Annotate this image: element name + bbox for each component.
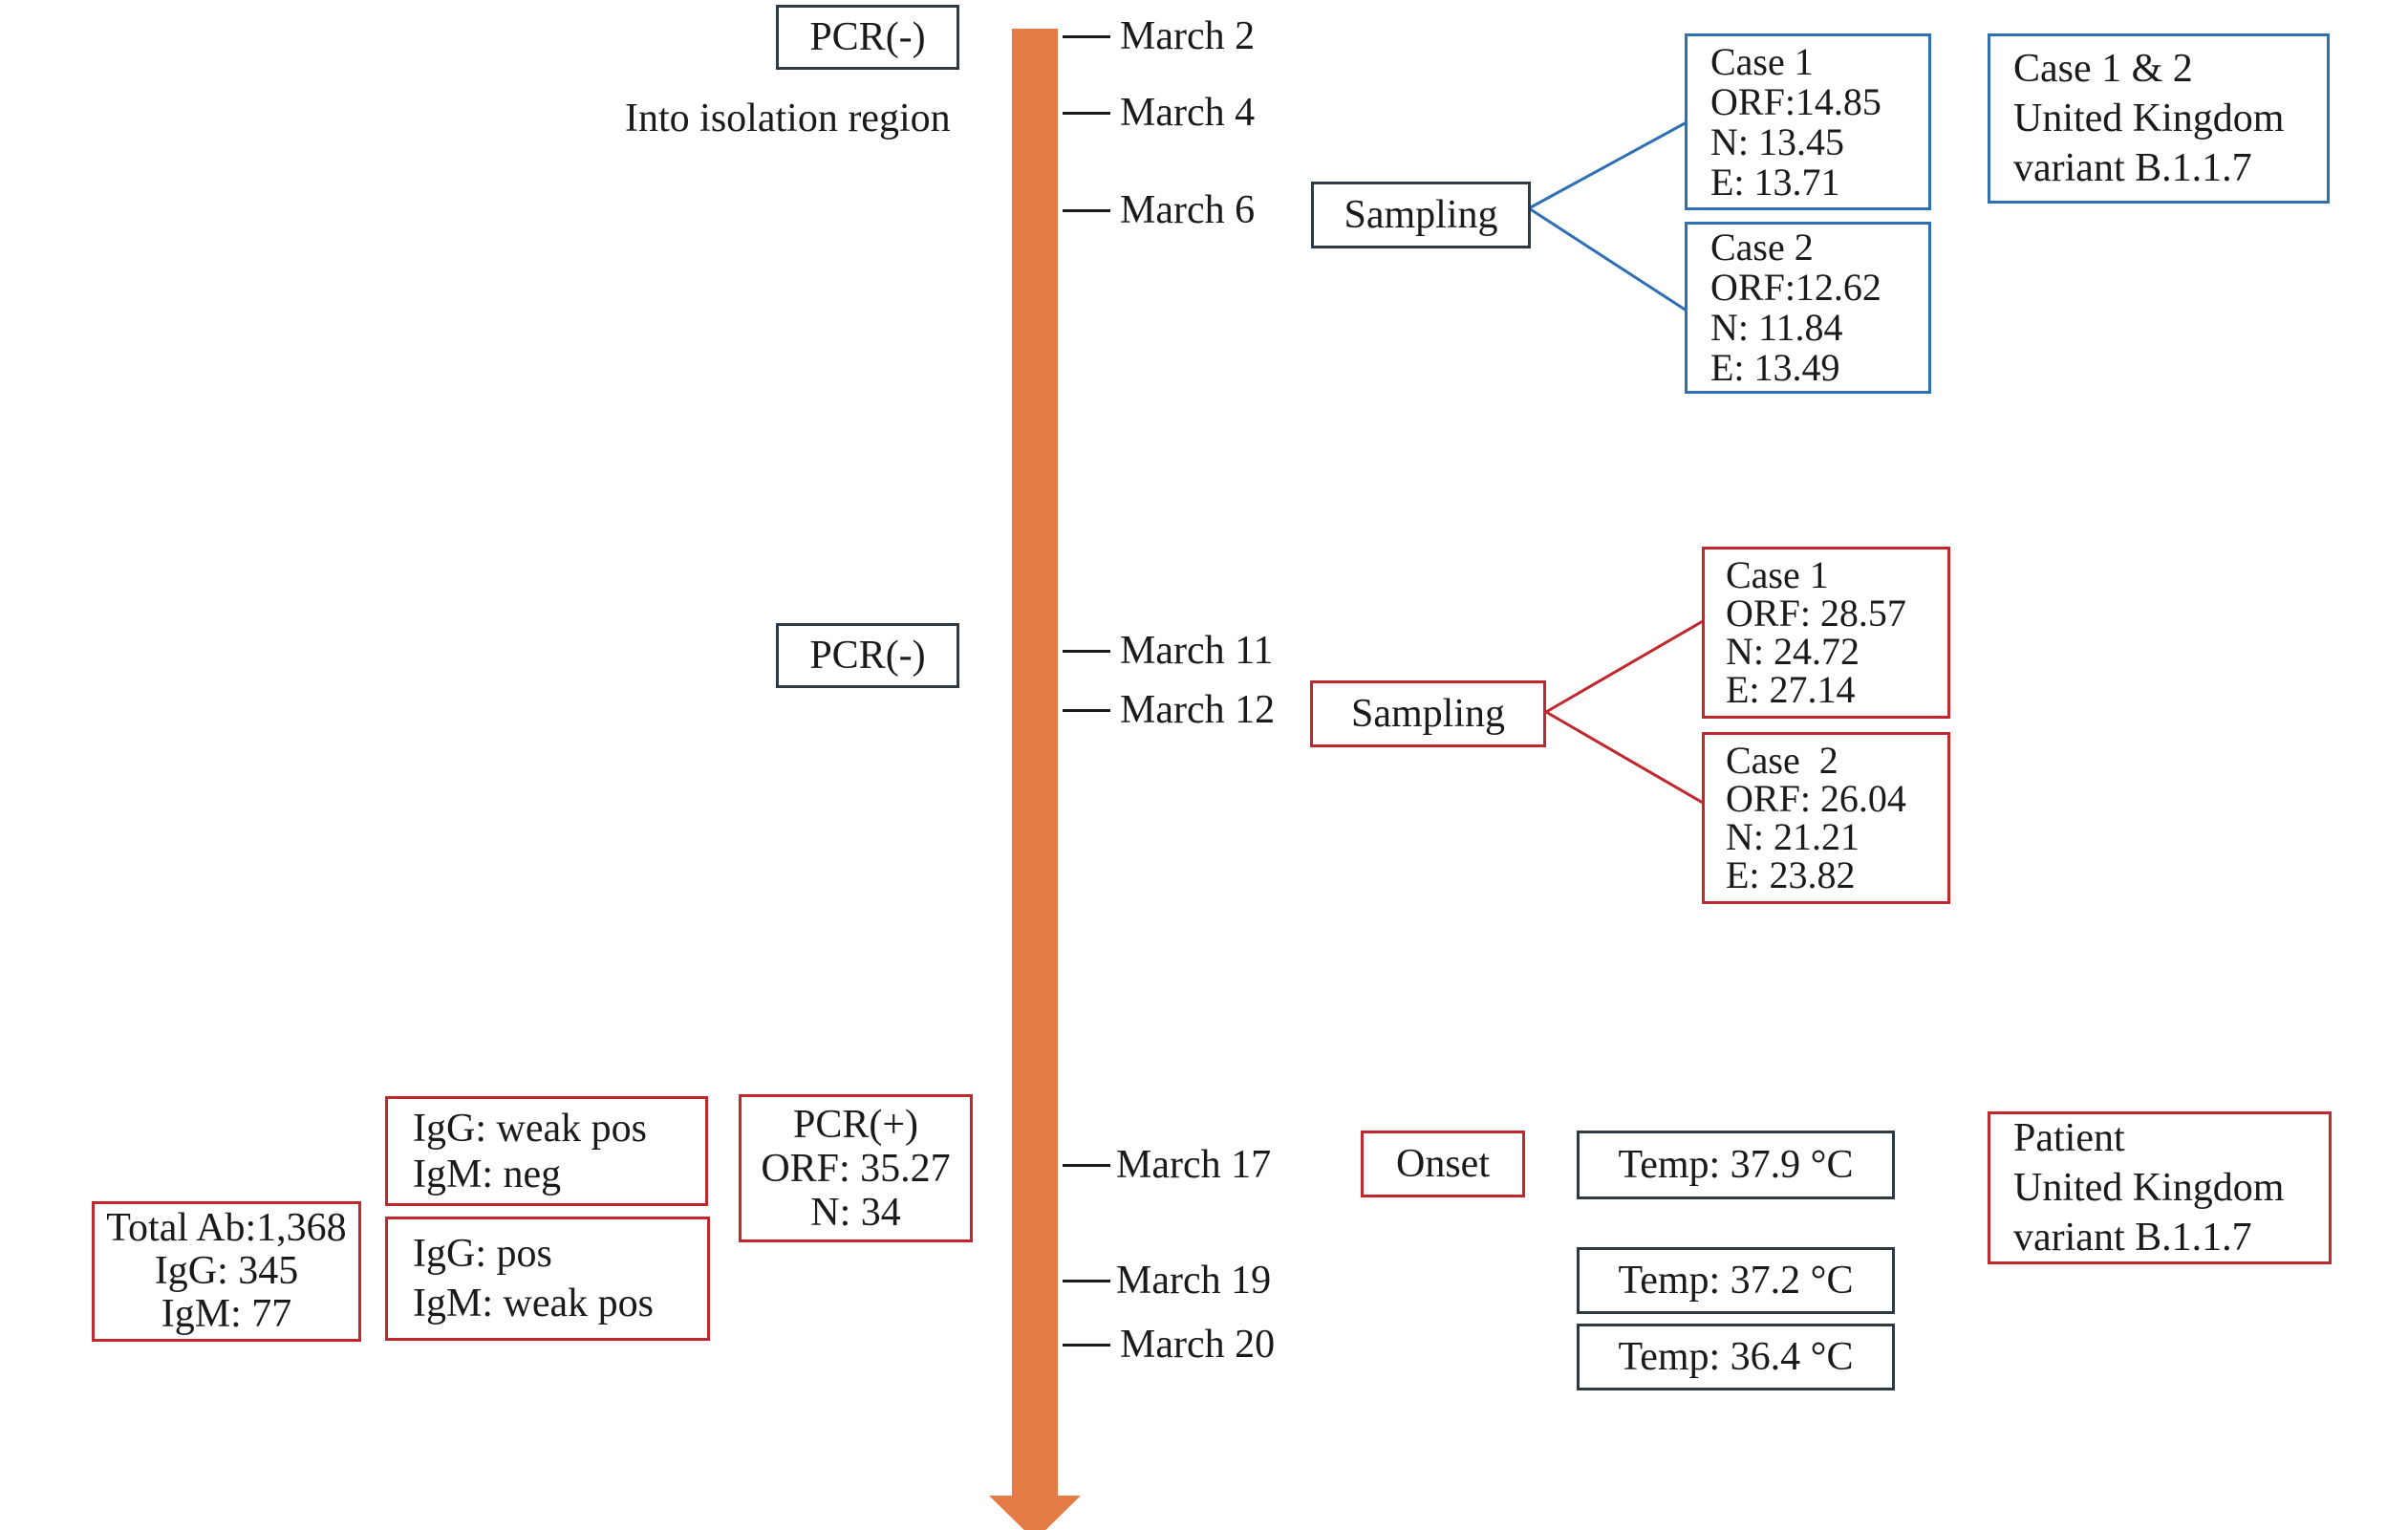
case2-e-march12: E: 23.82 [1726, 853, 1856, 896]
tick-march-11 [1063, 650, 1110, 653]
temp-box-march17: Temp: 37.9 °C [1577, 1131, 1895, 1199]
igg-weak-pos-line2: IgM: neg [413, 1152, 562, 1196]
total-antibody-line3: IgM: 77 [161, 1292, 292, 1336]
igg-weak-pos-box: IgG: weak pos IgM: neg [385, 1096, 708, 1206]
branch-sampling2-case1 [1545, 619, 1704, 714]
isolation-label: Into isolation region [625, 97, 951, 140]
sampling-label-2: Sampling [1350, 692, 1505, 736]
pcr-negative-box-1: PCR(-) [776, 5, 959, 70]
tick-march-17 [1063, 1164, 1110, 1167]
pcr-positive-orf: ORF: 35.27 [761, 1146, 951, 1191]
temp-march20: Temp: 36.4 °C [1618, 1335, 1854, 1379]
variant-cases-line1: Case 1 & 2 [2013, 47, 2193, 91]
date-march-2: March 2 [1120, 14, 1256, 58]
igg-pos-box: IgG: pos IgM: weak pos [385, 1217, 710, 1341]
tick-march-19 [1063, 1280, 1110, 1282]
sampling-box-2: Sampling [1310, 680, 1546, 747]
sampling-box-1: Sampling [1311, 182, 1531, 248]
patient-variant-box: Patient United Kingdom variant B.1.1.7 [1988, 1111, 2332, 1264]
case1-e-march6: E: 13.71 [1710, 160, 1840, 204]
case2-box-march12: Case 2 ORF: 26.04 N: 21.21 E: 23.82 [1702, 732, 1950, 904]
igg-pos-line1: IgG: pos [413, 1232, 552, 1276]
pcr-positive-title: PCR(+) [792, 1102, 919, 1147]
patient-line2: United Kingdom [2013, 1166, 2285, 1210]
case1-box-march12: Case 1 ORF: 28.57 N: 24.72 E: 27.14 [1702, 547, 1950, 719]
sampling-label-1: Sampling [1344, 193, 1498, 237]
total-antibody-line1: Total Ab:1,368 [106, 1206, 347, 1250]
variant-cases-line2: United Kingdom [2013, 97, 2285, 140]
pcr-negative-label-1: PCR(-) [809, 15, 926, 59]
date-march-12: March 12 [1120, 688, 1276, 732]
patient-line3: variant B.1.1.7 [2013, 1216, 2252, 1260]
case2-n-march6: N: 11.84 [1710, 306, 1843, 349]
igg-weak-pos-line1: IgG: weak pos [413, 1106, 647, 1151]
case1-box-march6: Case 1 ORF:14.85 N: 13.45 E: 13.71 [1685, 33, 1931, 210]
case1-e-march12: E: 27.14 [1726, 668, 1856, 711]
variant-cases-line3: variant B.1.1.7 [2013, 146, 2252, 190]
case2-orf-march6: ORF:12.62 [1710, 266, 1881, 309]
case2-title-march12: Case 2 [1726, 739, 1838, 782]
onset-label: Onset [1396, 1142, 1490, 1186]
temp-box-march19: Temp: 37.2 °C [1577, 1247, 1895, 1314]
case1-orf-march12: ORF: 28.57 [1726, 592, 1906, 635]
total-antibody-line2: IgG: 345 [154, 1249, 299, 1293]
case2-title-march6: Case 2 [1710, 226, 1814, 269]
temp-march17: Temp: 37.9 °C [1618, 1143, 1854, 1187]
temp-box-march20: Temp: 36.4 °C [1577, 1324, 1895, 1390]
variant-box-cases: Case 1 & 2 United Kingdom variant B.1.1.… [1988, 33, 2330, 204]
case1-n-march12: N: 24.72 [1726, 630, 1860, 673]
case1-title-march12: Case 1 [1726, 553, 1829, 596]
date-march-6: March 6 [1120, 188, 1256, 232]
date-march-19: March 19 [1116, 1259, 1272, 1303]
case1-n-march6: N: 13.45 [1710, 119, 1844, 163]
case1-title-march6: Case 1 [1710, 39, 1814, 83]
date-march-20: March 20 [1120, 1323, 1276, 1367]
tick-march-2 [1063, 35, 1110, 38]
pcr-positive-box: PCR(+) ORF: 35.27 N: 34 [739, 1094, 973, 1242]
case2-orf-march12: ORF: 26.04 [1726, 777, 1906, 820]
tick-march-20 [1063, 1344, 1110, 1347]
pcr-negative-box-2: PCR(-) [776, 623, 959, 688]
tick-march-6 [1063, 209, 1110, 212]
date-march-4: March 4 [1120, 91, 1256, 135]
date-march-17: March 17 [1116, 1143, 1272, 1187]
patient-line1: Patient [2013, 1116, 2125, 1160]
branch-sampling1-case2 [1528, 206, 1688, 312]
igg-pos-line2: IgM: weak pos [413, 1282, 654, 1325]
total-antibody-box: Total Ab:1,368 IgG: 345 IgM: 77 [92, 1201, 361, 1342]
timeline-arrow-head [989, 1496, 1081, 1530]
branch-sampling2-case2 [1545, 710, 1704, 805]
tick-march-4 [1063, 112, 1110, 115]
temp-march19: Temp: 37.2 °C [1618, 1259, 1854, 1303]
case2-box-march6: Case 2 ORF:12.62 N: 11.84 E: 13.49 [1685, 222, 1931, 394]
date-march-11: March 11 [1120, 629, 1274, 673]
branch-sampling1-case1 [1528, 120, 1688, 210]
case2-e-march6: E: 13.49 [1710, 346, 1840, 389]
case2-n-march12: N: 21.21 [1726, 815, 1860, 858]
timeline-arrow-shaft [1012, 29, 1058, 1500]
case1-orf-march6: ORF:14.85 [1710, 79, 1881, 123]
tick-march-12 [1063, 709, 1110, 712]
onset-box: Onset [1361, 1131, 1525, 1197]
pcr-negative-label-2: PCR(-) [809, 634, 926, 678]
pcr-positive-n: N: 34 [810, 1190, 901, 1235]
